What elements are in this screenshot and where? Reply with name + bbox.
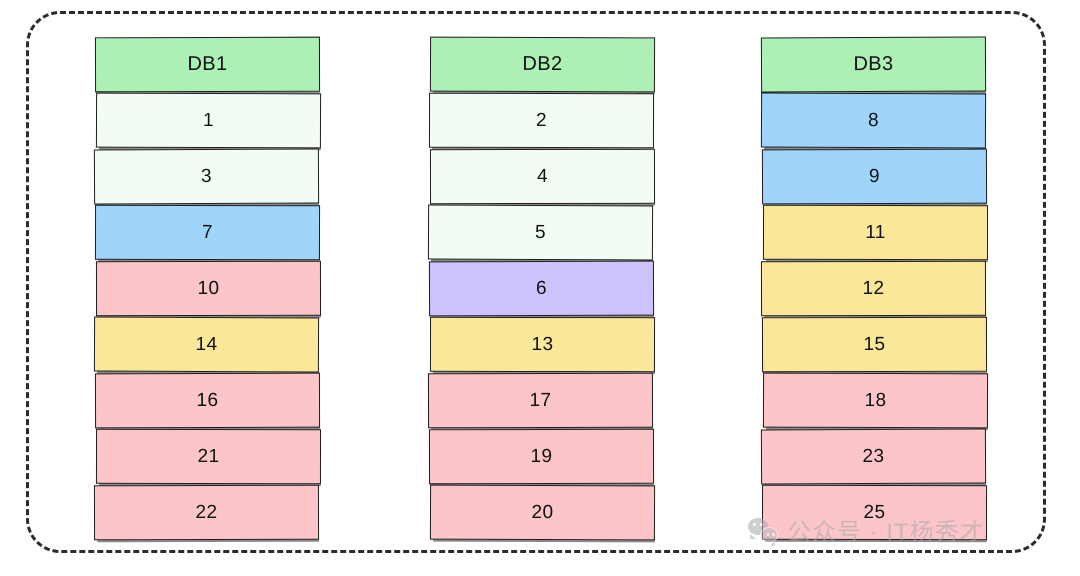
db-cell: 10 — [95, 260, 322, 317]
db-cell: 5 — [427, 204, 654, 261]
db-cell: 23 — [760, 428, 987, 485]
db-cell: 16 — [94, 372, 321, 429]
db-cell: 8 — [760, 92, 987, 149]
db-cell: 2 — [428, 92, 655, 149]
db-cell: 4 — [429, 148, 656, 205]
db-cell: 15 — [761, 316, 988, 373]
db-cell: 22 — [93, 484, 320, 541]
db-cell: 25 — [761, 484, 988, 541]
db-cell: 7 — [94, 204, 321, 261]
db-cell: 17 — [427, 372, 654, 429]
db-cell: 12 — [760, 260, 987, 317]
db-cell: 19 — [428, 428, 655, 485]
db-cell: 6 — [428, 260, 655, 317]
db-cell: 20 — [429, 484, 656, 541]
db-cell: 21 — [95, 428, 322, 485]
db-cell: 1 — [95, 92, 322, 149]
db-cell: 11 — [762, 204, 989, 261]
db-header-db3: DB3 — [760, 36, 987, 93]
db-cell: 18 — [762, 372, 989, 429]
db-cell: 14 — [93, 316, 320, 373]
db-header-db2: DB2 — [429, 36, 656, 93]
db-cell: 3 — [93, 148, 320, 205]
db-cell: 13 — [429, 316, 656, 373]
db-cell: 9 — [761, 148, 988, 205]
db-header-db1: DB1 — [94, 36, 321, 93]
